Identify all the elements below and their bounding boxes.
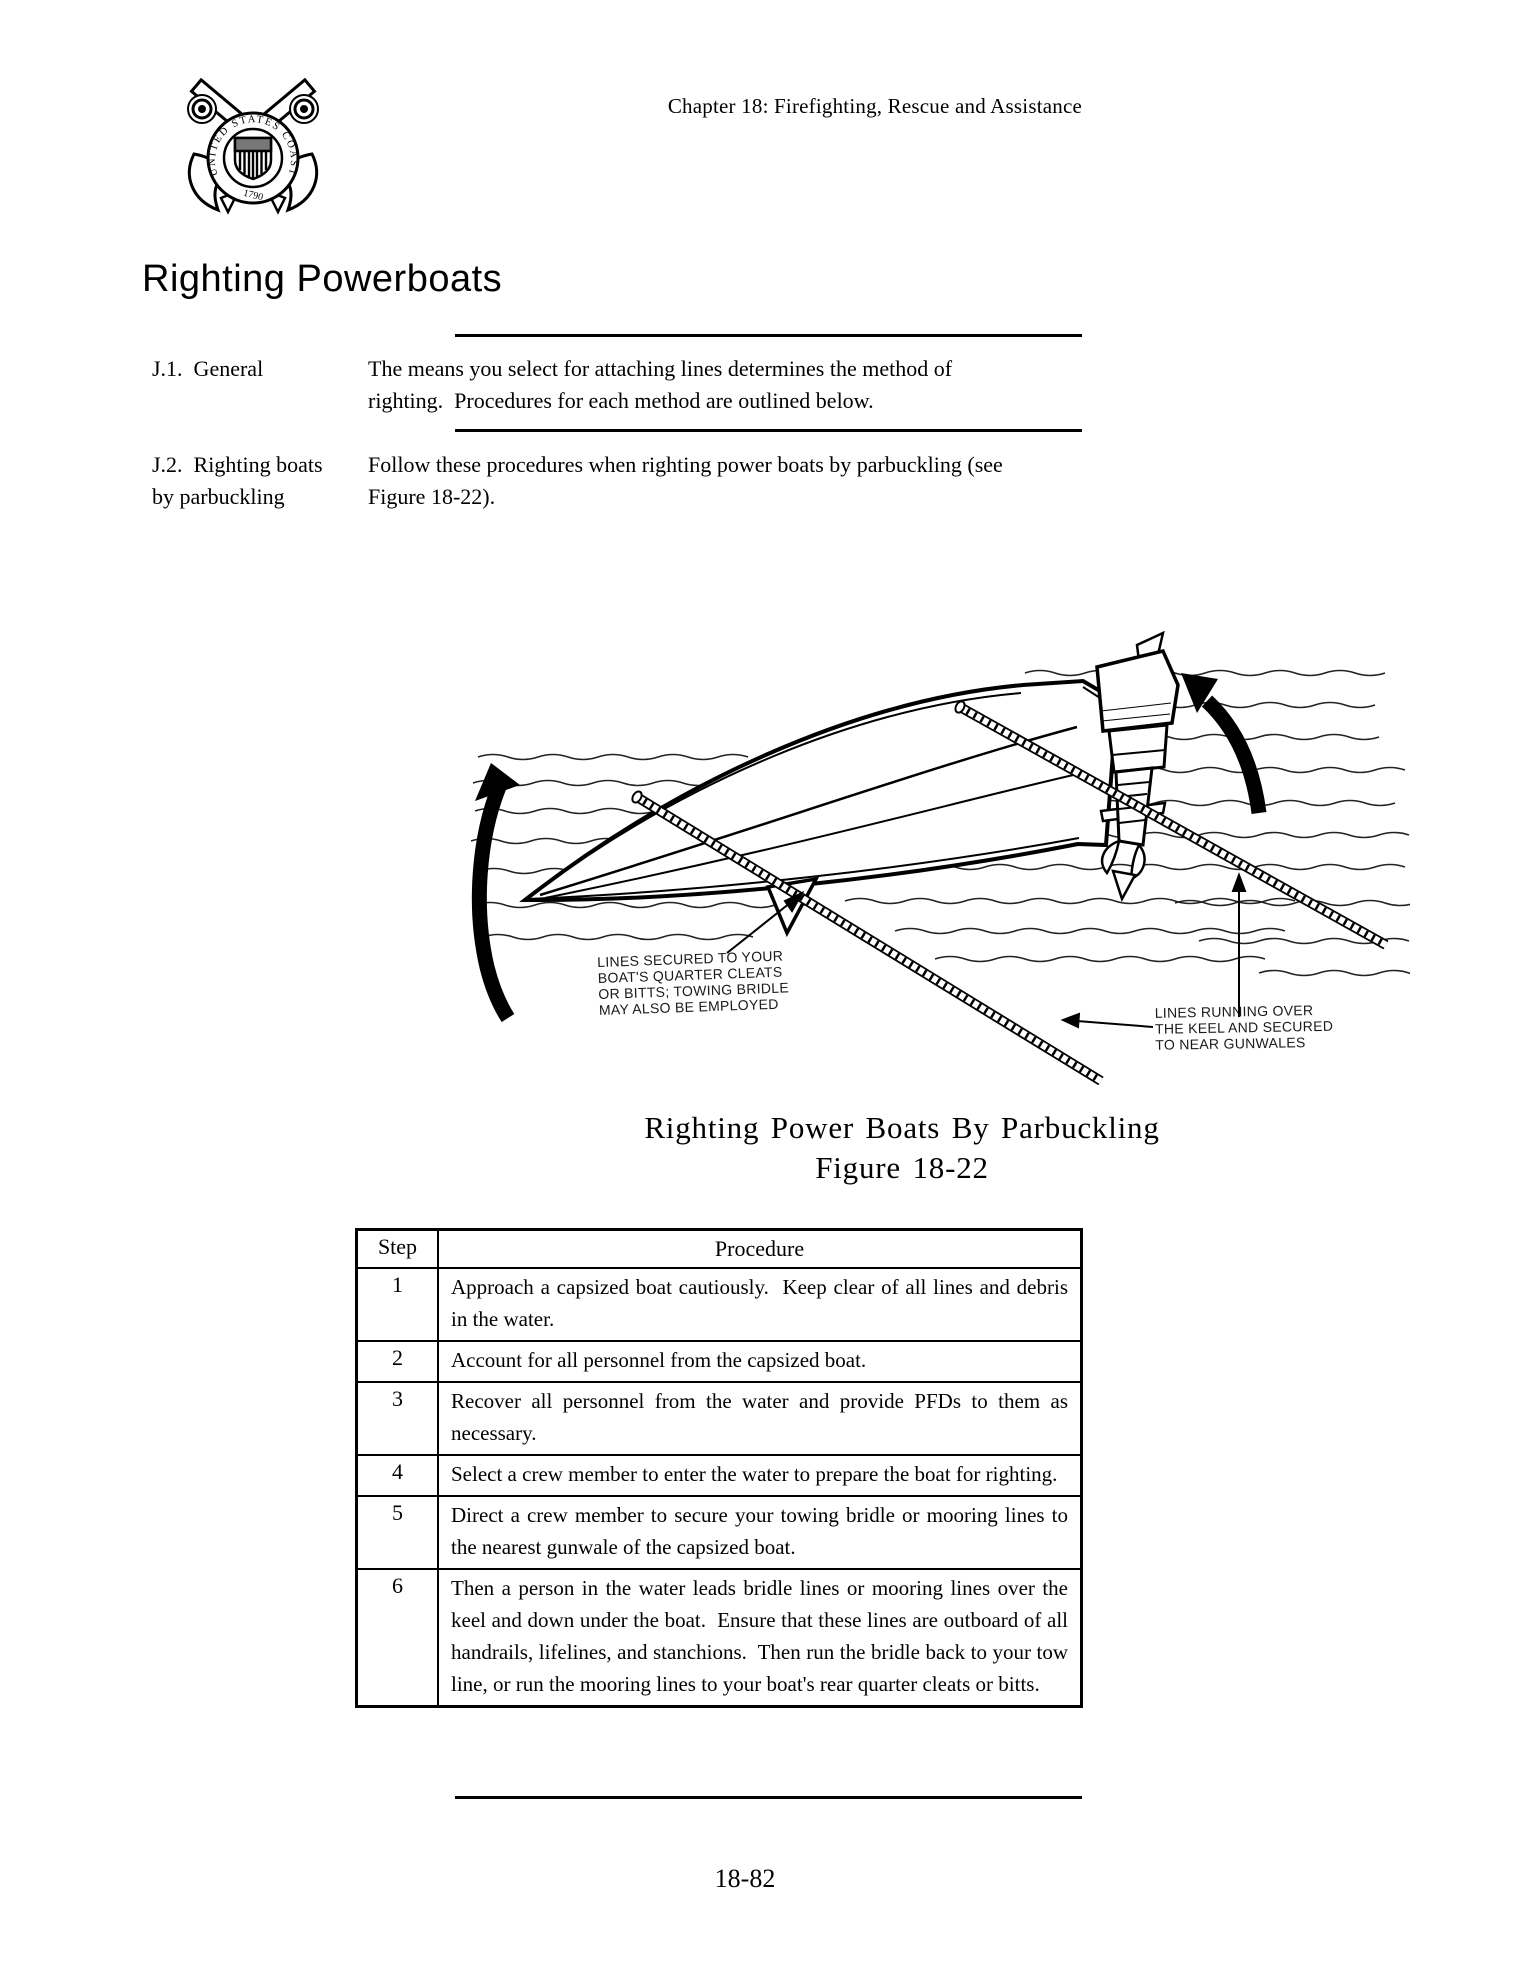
- section-j2-body: Follow these procedures when righting po…: [368, 452, 1003, 509]
- procedure-table-header-row: Step Procedure: [355, 1228, 1083, 1269]
- figure-label-lines-running: LINES RUNNING OVER THE KEEL AND SECURED …: [1154, 1002, 1334, 1053]
- seal-year-text: 1790: [242, 188, 264, 204]
- section-j1-body: The means you select for attaching lines…: [368, 356, 953, 413]
- label-leader-lines: [726, 872, 1247, 1029]
- procedure-table: Step Procedure 1 Approach a capsized boa…: [355, 1228, 1083, 1708]
- procedure-text-cell: Direct a crew member to secure your towi…: [437, 1495, 1083, 1570]
- chapter-header: Chapter 18: Firefighting, Rescue and Ass…: [667, 94, 1082, 118]
- page-title: Righting Powerboats: [142, 258, 503, 300]
- step-number-cell: 2: [355, 1340, 439, 1383]
- figure-caption-title: Righting Power Boats By Parbuckling: [644, 1110, 1160, 1145]
- left-leader-arrowhead: [783, 890, 805, 913]
- section-j2-label: J.2. Righting boats by parbuckling: [152, 452, 323, 509]
- section-divider-rule-1: [455, 334, 1082, 337]
- anchor-ring-right: [289, 94, 319, 124]
- capsized-boat-hull: [519, 678, 1120, 903]
- left-rotation-arrow: [471, 763, 520, 1023]
- section-j1-label: J.1. General: [152, 356, 264, 381]
- right-label-leader-line-1: [1076, 1020, 1154, 1028]
- procedure-text-cell: Approach a capsized boat cautiously. Kee…: [437, 1267, 1083, 1342]
- step-number-cell: 6: [355, 1568, 439, 1708]
- page-number: 18-82: [714, 1864, 776, 1893]
- figure-label-lines-secured: LINES SECURED TO YOUR BOAT'S QUARTER CLE…: [596, 947, 790, 1018]
- seal-shield: [233, 136, 273, 181]
- figure-caption: Righting Power Boats By Parbuckling Figu…: [540, 1108, 1264, 1188]
- procedure-table-row: 1 Approach a capsized boat cautiously. K…: [355, 1267, 1083, 1342]
- column-header-procedure: Procedure: [437, 1228, 1083, 1269]
- right-rotation-arrow: [1181, 673, 1267, 814]
- step-number-cell: 4: [355, 1454, 439, 1497]
- step-number-cell: 5: [355, 1495, 439, 1570]
- procedure-table-row: 2 Account for all personnel from the cap…: [355, 1340, 1083, 1383]
- section-divider-rule-2: [455, 429, 1082, 432]
- step-number-cell: 1: [355, 1267, 439, 1342]
- procedure-text-cell: Select a crew member to enter the water …: [437, 1454, 1083, 1497]
- parbuckling-ropes: [631, 700, 1389, 1086]
- anchor-ring-left: [187, 94, 217, 124]
- right-leader-arrowhead-2: [1231, 872, 1247, 892]
- procedure-table-row: 6 Then a person in the water leads bridl…: [355, 1568, 1083, 1708]
- procedure-table-row: 5 Direct a crew member to secure your to…: [355, 1495, 1083, 1570]
- procedure-text-cell: Account for all personnel from the capsi…: [437, 1340, 1083, 1383]
- procedure-table-row: 3 Recover all personnel from the water a…: [355, 1381, 1083, 1456]
- procedure-text-cell: Recover all personnel from the water and…: [437, 1381, 1083, 1456]
- figure-caption-number: Figure 18-22: [815, 1150, 989, 1185]
- procedure-table-body: 1 Approach a capsized boat cautiously. K…: [355, 1267, 1083, 1708]
- section-divider-rule-3: [455, 1796, 1082, 1799]
- figure-18-22-illustration: [470, 630, 1410, 1086]
- procedure-text-cell: Then a person in the water leads bridle …: [437, 1568, 1083, 1708]
- left-label-leader-line: [726, 898, 796, 954]
- procedure-table-row: 4 Select a crew member to enter the wate…: [355, 1454, 1083, 1497]
- column-header-step: Step: [355, 1228, 439, 1269]
- step-number-cell: 3: [355, 1381, 439, 1456]
- uscg-seal-logo: UNITED STATES COAST GUARD 1790: [178, 78, 319, 215]
- right-leader-arrowhead-1: [1060, 1012, 1081, 1029]
